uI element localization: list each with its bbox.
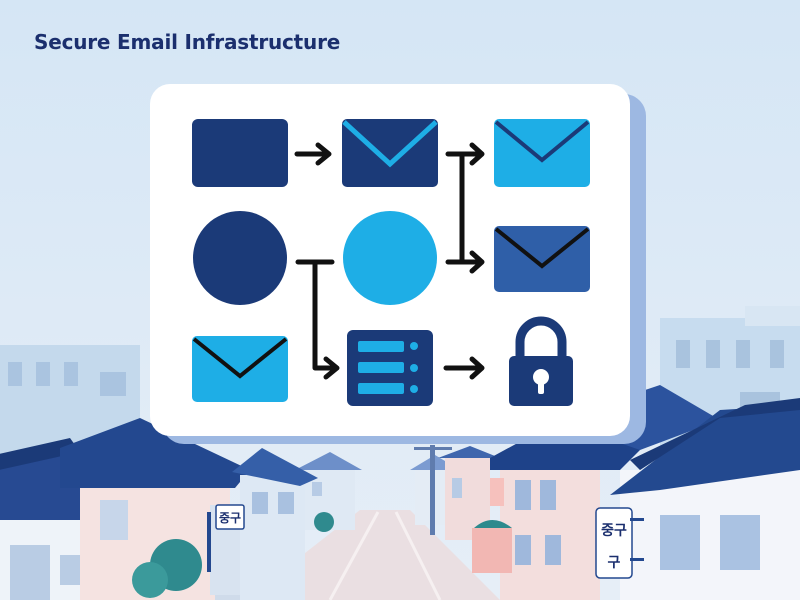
node-circle-dark [193, 211, 287, 305]
sign-right-top-text: 중구 [601, 523, 627, 539]
server-icon [347, 330, 433, 406]
utility-pole [414, 445, 452, 535]
arrow-sender-to-email [294, 142, 332, 166]
envelope-icon [342, 119, 438, 187]
diagram-connectors [294, 142, 485, 380]
sign-left-text: 중구 [219, 511, 241, 525]
sign-right-bottom-text: 구 [608, 555, 621, 571]
left-houses [0, 418, 334, 600]
node-circle-light [343, 211, 437, 305]
street-road [245, 510, 500, 600]
envelope-icon [494, 226, 590, 292]
right-houses [472, 385, 800, 600]
arrow-server-to-lock [443, 356, 485, 380]
sender-block [192, 119, 288, 187]
arrow-email-to-top [445, 142, 485, 265]
envelope-icon [192, 336, 288, 402]
lock-icon [509, 316, 573, 406]
arrow-user-to-server [295, 259, 340, 380]
sign-right: 중구 구 [595, 507, 644, 579]
sign-left: 중구 [207, 504, 245, 595]
arrow-email-to-mid [445, 250, 485, 274]
diagram-nodes [192, 119, 590, 406]
page-title: Secure Email Infrastructure [34, 30, 341, 54]
envelope-icon [494, 119, 590, 187]
